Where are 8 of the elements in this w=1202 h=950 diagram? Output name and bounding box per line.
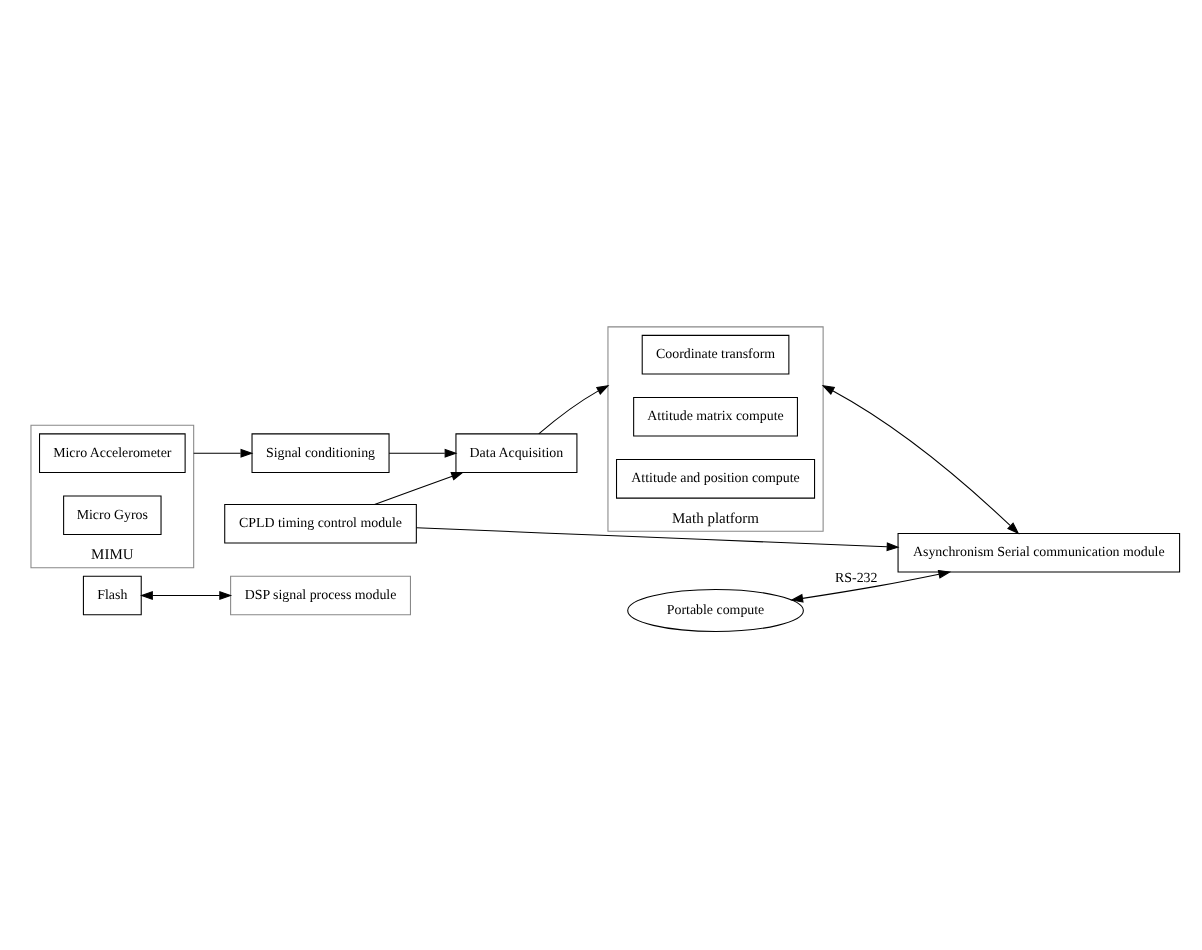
arrow	[821, 384, 1020, 535]
arrow	[193, 448, 254, 458]
arrow	[388, 448, 458, 458]
arrow	[790, 569, 952, 603]
arrow	[374, 471, 464, 506]
arrow	[538, 384, 610, 435]
arrow	[415, 527, 900, 552]
arrow	[140, 591, 233, 601]
